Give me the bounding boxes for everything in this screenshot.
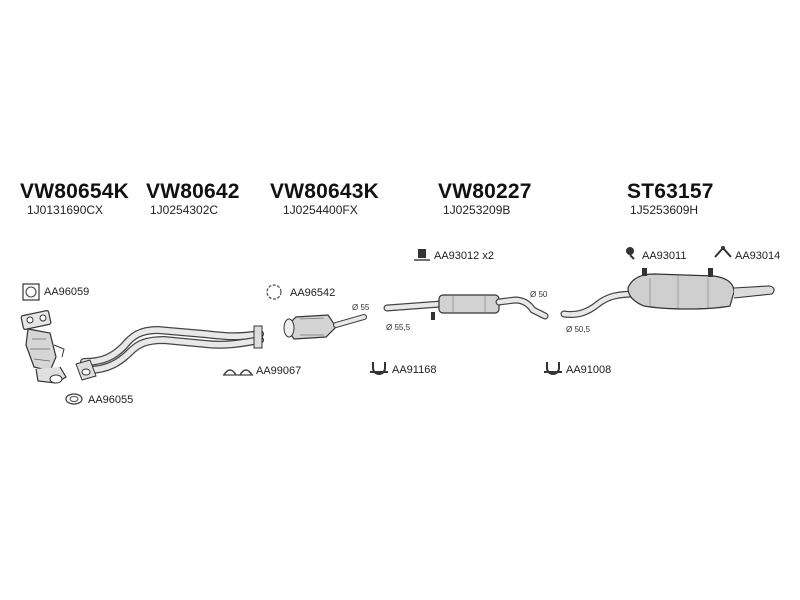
rear-silencer-drawing <box>560 268 775 318</box>
part-label-gasket-3: AA96055 <box>88 394 134 406</box>
dimension-cat-outlet: Ø 55 <box>352 303 370 312</box>
bracket-mount-icon <box>714 246 732 258</box>
part-label-mount-3: AA93014 <box>735 250 781 262</box>
section-code-front-pipe: VW80642 <box>146 180 240 203</box>
section-oem-catalyst: 1J0131690CX <box>27 203 104 217</box>
front-pipe-drawing <box>75 325 264 381</box>
gasket-oval-icon <box>65 393 83 405</box>
dimension-rear-inlet: Ø 50,5 <box>566 325 591 334</box>
hanger-mount-icon <box>626 247 635 260</box>
gasket-square-icon <box>22 283 40 301</box>
u-clamp-icon <box>544 362 562 375</box>
dimension-middle-inlet: Ø 55,5 <box>386 323 411 332</box>
section-code-catalyst: VW80654K <box>20 180 129 203</box>
section-oem-middle-silencer: 1J0253209B <box>443 203 511 217</box>
part-label-gasket-1: AA96059 <box>44 286 90 298</box>
gasket-ring-icon <box>266 284 282 300</box>
part-label-gasket-2: AA96542 <box>290 287 336 299</box>
section-oem-rear-silencer: 1J5253609H <box>630 203 699 217</box>
section-oem-cat-pipe: 1J0254400FX <box>283 203 358 217</box>
u-clamp-icon <box>370 362 388 375</box>
part-label-clamp-2: AA91008 <box>566 364 612 376</box>
middle-silencer-drawing <box>383 294 549 320</box>
cat-pipe-drawing <box>283 314 367 340</box>
rubber-mount-icon <box>414 249 430 261</box>
part-label-mount-2: AA93011 <box>642 250 687 262</box>
part-label-mount-1: AA93012 x2 <box>434 250 494 262</box>
part-label-clamp-1: AA91168 <box>392 364 437 376</box>
section-code-cat-pipe: VW80643K <box>270 180 379 203</box>
dimension-middle-outlet: Ø 50 <box>530 290 548 299</box>
section-code-rear-silencer: ST63157 <box>627 180 714 203</box>
catalyst-manifold-drawing <box>20 310 67 384</box>
clamp-kit-icon <box>223 369 253 376</box>
section-oem-front-pipe: 1J0254302C <box>150 203 219 217</box>
part-label-clamp-kit: AA99067 <box>256 365 302 377</box>
section-code-middle-silencer: VW80227 <box>438 180 532 203</box>
